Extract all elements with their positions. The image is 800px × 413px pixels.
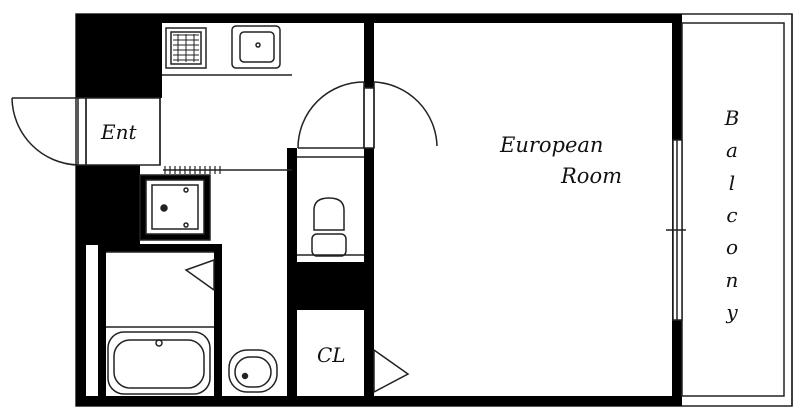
washer-icon [139,174,211,241]
toilet-icon [297,156,364,257]
room-door-swing [297,81,438,149]
main-room-label-line2: Room [561,164,623,188]
entrance-label: Ent [101,120,137,144]
balcony-letter: l [728,170,736,195]
balcony-letter: n [725,267,739,292]
balcony-letter: c [726,202,738,227]
kitchen [162,25,292,76]
counter-line [163,166,292,174]
main-room-label-line1: European [500,133,604,157]
door-swing-icon [11,97,161,166]
balcony-letter: B [724,106,740,130]
sink-icon [231,25,281,69]
closet-label: CL [317,343,346,367]
balcony-window [666,139,686,321]
balcony-letter: y [726,299,738,324]
stove-icon [165,27,207,69]
balcony-letter: o [725,235,739,260]
bathroom [106,251,215,395]
bathtub-icon [107,331,211,395]
balcony-letter: a [726,138,738,163]
closet-door [373,348,410,394]
washbasin-icon [228,349,278,393]
